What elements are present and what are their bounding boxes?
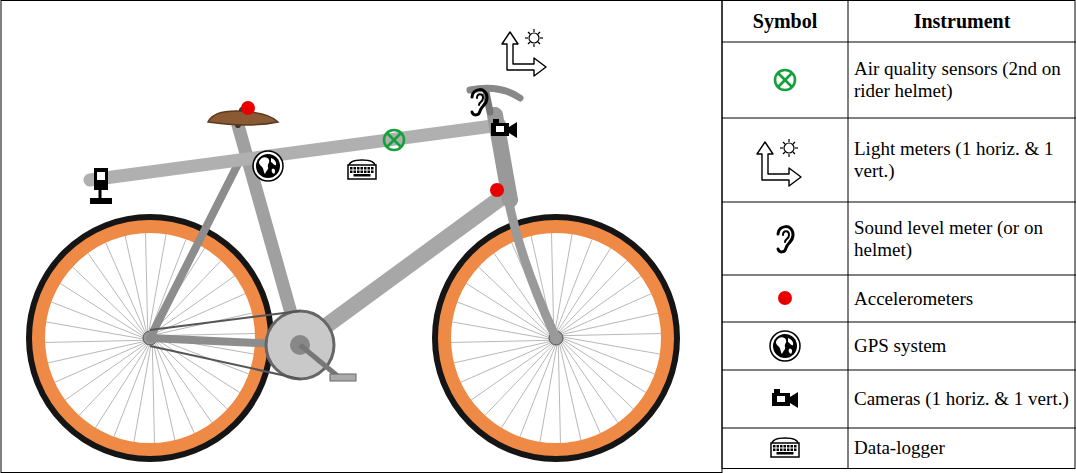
wheel-spoke [95,344,148,428]
wheel-spoke [134,344,151,442]
wheel-spoke [45,340,144,342]
wheel-spoke [46,322,144,339]
wheel-spoke [540,344,557,442]
wheel-spoke [106,243,146,334]
wheel-spoke [153,343,175,440]
wheel-spoke [125,236,147,333]
wheel-spoke [485,344,554,416]
wheel-spoke [60,283,144,336]
figure-frame [1,1,722,473]
legend-text: Accelerometers [848,275,1076,322]
wheel-spoke [561,341,618,422]
wheel-spoke [452,322,550,339]
wheel-spoke [73,267,145,336]
wheel-spoke [557,248,610,332]
wheel-spoke [461,342,552,382]
wheel-spoke [154,342,194,433]
table-header: Symbol [722,0,848,42]
wheel-spoke [451,340,550,342]
legend-text: Light meters (1 horiz. & 1 vert.) [848,118,1076,202]
wheel-spoke [559,276,640,333]
wheel-spoke [152,344,154,443]
legend-text: Air quality sensors (2nd on rider helmet… [848,42,1076,118]
wheel-spoke [560,342,600,433]
wheel-spoke [552,233,554,332]
wheel-spoke [454,341,551,363]
wheel-spoke [555,234,572,332]
wheel-spoke [559,343,581,440]
legend-table-grid [722,0,1076,469]
wheel-spoke [562,340,634,409]
wheel-spoke [501,344,554,428]
legend-text: Data-logger [848,428,1076,468]
wheel-spoke [79,344,148,416]
legend-text: GPS system [848,322,1076,370]
wheel-spoke [55,342,146,382]
wheel-spoke [560,294,651,334]
wheel-spoke [156,339,240,392]
legend-text: Sound level meter (or on helmet) [848,202,1076,275]
legend-symbols [757,70,801,457]
drivetrain [150,311,356,381]
saddle [208,111,278,125]
wheel-spoke [88,253,145,334]
wheel-spoke [562,334,661,336]
wheel-spoke [558,344,560,443]
bike-wheels [29,217,677,459]
table-header: Instrument [848,0,1076,42]
wheel-spoke [558,261,627,333]
wheel-spoke [471,343,552,400]
wheel-spoke [561,313,658,335]
wheel-spoke [562,339,646,392]
wheel-spoke [562,337,660,354]
bike-frame [90,88,556,345]
wheel-spoke [48,341,145,363]
legend-text: Cameras (1 horiz. & 1 vert.) [848,370,1076,428]
wheel-spoke [65,343,146,400]
wheel-spoke [146,233,148,332]
